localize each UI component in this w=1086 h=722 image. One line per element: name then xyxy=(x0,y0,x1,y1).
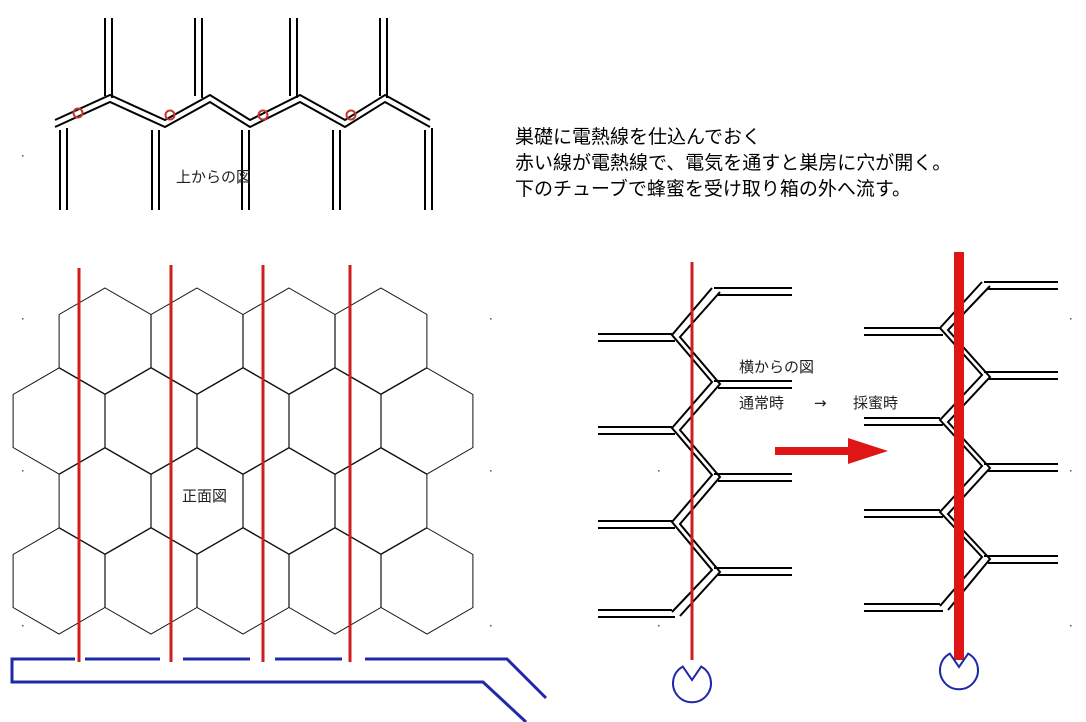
front-view-label: 正面図 xyxy=(182,487,227,505)
harvest-state-label: 採蜜時 xyxy=(853,394,898,412)
wire-marker xyxy=(257,109,269,121)
hexagon-grid xyxy=(12,287,474,635)
side-view-normal xyxy=(598,262,792,704)
hex-cell xyxy=(58,287,152,395)
front-view-diagram: 正面図 xyxy=(10,265,548,722)
hex-cell xyxy=(58,447,152,555)
side-normal-comb-walls xyxy=(598,287,792,618)
top-view-label: 上からの図 xyxy=(176,168,251,186)
side-view-harvest xyxy=(864,252,1058,691)
wire-marker xyxy=(72,107,84,119)
scan-specks xyxy=(22,155,1072,627)
note-line-3: 下のチューブで蜂蜜を受け取り箱の外へ流す。 xyxy=(515,177,911,200)
hex-cell xyxy=(12,367,106,475)
note-line-2: 赤い線が電熱線で、電気を通すと巣房に穴が開く。 xyxy=(515,152,951,174)
side-normal-tube-end xyxy=(672,665,712,704)
top-view-diagram: 上からの図 xyxy=(54,18,433,210)
side-harvest-tube-end xyxy=(939,652,979,691)
hex-cell xyxy=(380,367,474,475)
hex-cell xyxy=(288,367,382,475)
hex-cell xyxy=(12,527,106,635)
hex-cell xyxy=(104,367,198,475)
explanation-notes: 巣礎に電熱線を仕込んでおく 赤い線が電熱線で、電気を通すと巣房に穴が開く。 下の… xyxy=(515,126,951,200)
hex-cell xyxy=(196,527,290,635)
top-view-comb-walls xyxy=(54,18,433,210)
hex-cell xyxy=(196,367,290,475)
hex-cell xyxy=(380,527,474,635)
transition-arrow xyxy=(775,438,888,464)
side-view-label: 横からの図 xyxy=(739,358,814,376)
front-view-heating-wires xyxy=(77,265,352,662)
hex-cell xyxy=(104,527,198,635)
hex-cell xyxy=(288,527,382,635)
note-line-1: 巣礎に電熱線を仕込んでおく xyxy=(515,126,761,148)
hex-cell xyxy=(150,287,244,395)
hex-cell xyxy=(242,447,336,555)
wire-marker xyxy=(345,109,357,121)
top-view-wire-markers xyxy=(72,107,357,121)
wire-marker xyxy=(164,109,176,121)
arrow-glyph: → xyxy=(814,394,827,412)
collection-tube xyxy=(10,657,548,722)
normal-state-label: 通常時 xyxy=(739,394,784,412)
hex-cell xyxy=(242,287,336,395)
